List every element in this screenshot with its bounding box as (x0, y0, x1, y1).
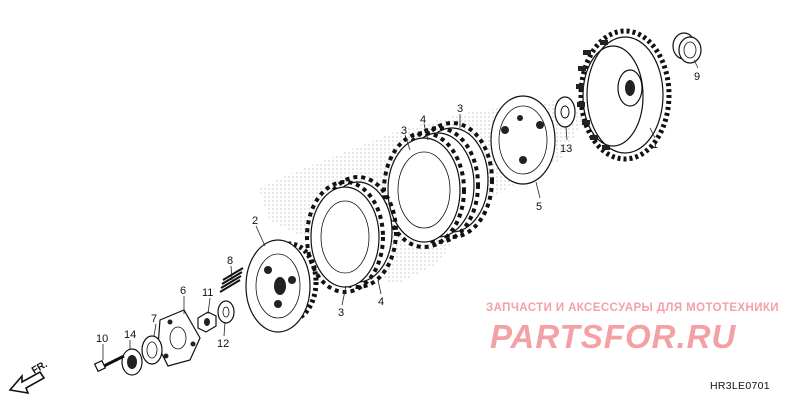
part-thrust-washer (554, 96, 576, 128)
callout-3-middle: 3 (401, 125, 407, 137)
callout-10: 10 (96, 333, 108, 345)
callout-leaders (102, 59, 699, 360)
part-friction-disc-stack-upper (382, 121, 494, 249)
callout-9: 9 (694, 71, 700, 83)
watermark-caption: ЗАПЧАСТИ И АКСЕССУАРЫ ДЛЯ МОТОТЕХНИКИ (486, 302, 779, 314)
part-clutch-outer (576, 28, 672, 162)
watermark-logo: PARTSFOR.RU (490, 318, 736, 355)
callout-2: 2 (252, 215, 258, 227)
part-bushing (672, 32, 702, 64)
part-plate-disc (490, 95, 556, 185)
watermark-logo-text: PARTSFOR.RU (490, 318, 736, 355)
part-friction-disc-stack-lower (305, 175, 398, 294)
part-washer (217, 300, 235, 324)
part-bolt (93, 354, 125, 373)
diagram-code: HR3LE0701 (710, 380, 770, 392)
part-lifter-washer (141, 335, 163, 365)
part-bearing (121, 348, 143, 376)
callout-14: 14 (124, 329, 136, 341)
callout-5: 5 (536, 201, 542, 213)
part-clutch-center (245, 239, 319, 333)
callout-7: 7 (151, 313, 157, 325)
callout-4-upper: 4 (420, 114, 426, 126)
part-spring (219, 267, 244, 293)
callout-3-lower: 3 (338, 307, 344, 319)
part-lock-nut (197, 311, 217, 333)
callout-1: 1 (652, 139, 658, 151)
callout-3-upper: 3 (457, 103, 463, 115)
callout-4-lower: 4 (378, 296, 384, 308)
front-direction-label: FR. (30, 359, 50, 377)
callout-13: 13 (560, 143, 572, 155)
callout-11: 11 (202, 287, 213, 299)
callout-8: 8 (227, 255, 233, 267)
part-lifter-plate (157, 309, 201, 367)
front-direction-arrow: FR. (8, 359, 50, 395)
callout-12: 12 (217, 338, 229, 350)
callout-6: 6 (180, 285, 186, 297)
